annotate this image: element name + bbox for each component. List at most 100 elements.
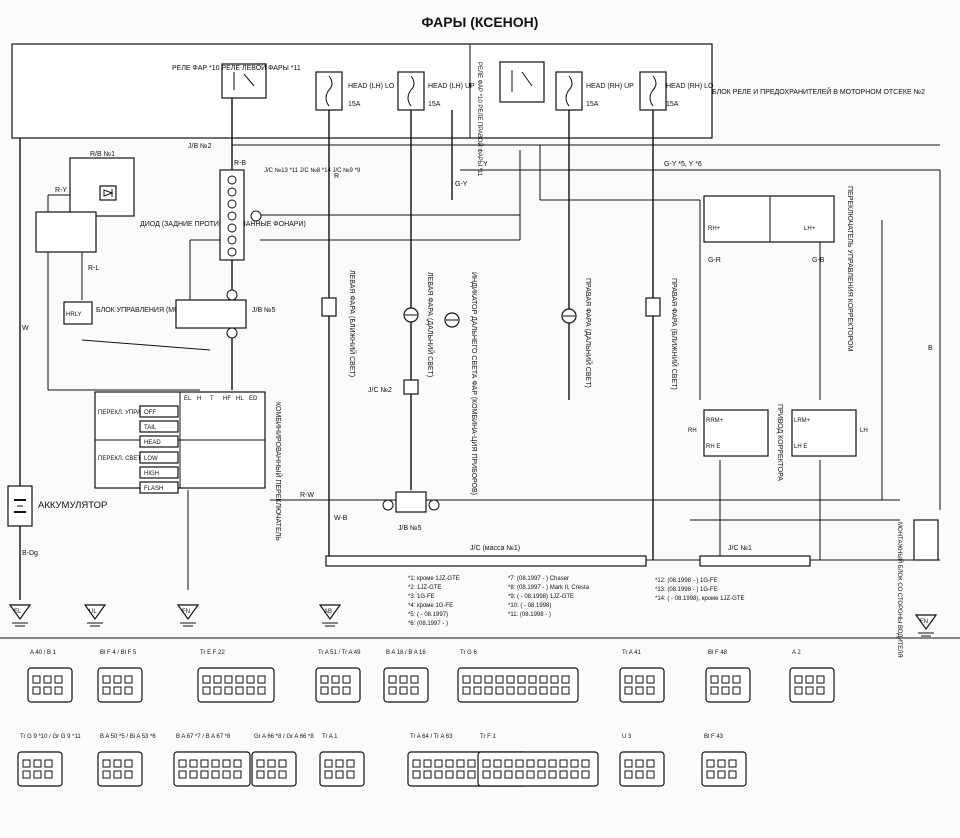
ground-el: EL [8, 604, 32, 627]
notes: *1: кроме 1JZ-GTE*2: 1JZ-GTE*3: 1G-FE*4:… [408, 576, 744, 627]
combo-switch-label: КОМБИНИРОВАННЫЙ ПЕРЕКЛЮЧАТЕЛЬ [274, 402, 283, 541]
svg-text:ПРАВАЯ ФАРА (БЛИЖНИЙ СВЕТ): ПРАВАЯ ФАРА (БЛИЖНИЙ СВЕТ) [670, 278, 679, 390]
note-item: *2: 1JZ-GTE [408, 585, 441, 591]
connector-1: A 40 / B 1 [27, 650, 73, 703]
connector-label: Tr G 6 [460, 650, 477, 656]
switch-row-cell [139, 420, 179, 433]
switch-row-cell [139, 481, 179, 494]
lamp-indicator: ИНДИКАТОР ДАЛЬНЕГО СВЕТА ФАР (КОМБИНА-ЦИ… [444, 272, 477, 495]
svg-text:Y: Y [483, 161, 488, 168]
jb2-label: J/B №2 [188, 143, 212, 150]
multiplex-label: БЛОК УПРАВЛЕНИЯ (MULTIPLEX) [96, 307, 209, 314]
connector-4: Gr A 66 *8 / Gr A 66 *8 [251, 734, 314, 787]
svg-text:G-B: G-B [812, 257, 825, 264]
switch-header-cell: ED [249, 396, 258, 402]
ground-label: UL [89, 609, 97, 615]
connector-label: Bl F 4 / Bl F 5 [100, 650, 137, 656]
switch-row-label: HEAD [144, 440, 161, 446]
connector-9: Bl F 43 [701, 734, 747, 787]
svg-text:R-B: R-B [234, 160, 246, 167]
multiplex-unit: HRLY БЛОК УПРАВЛЕНИЯ (MULTIPLEX) [63, 301, 209, 325]
switch-header-cell: T [210, 396, 214, 402]
relay-fuse-block: БЛОК РЕЛЕ И ПРЕДОХРАНИТЕЛЕЙ В МОТОРНОМ О… [11, 43, 925, 177]
switch-header-cell: HL [236, 396, 244, 402]
switch-header-cell: HF [223, 396, 231, 402]
jb5-upper: J/B №5 [175, 289, 276, 339]
switch-header-cell: H [197, 396, 201, 402]
switch-row-label: LOW [144, 456, 158, 462]
connector-5: Tr A 1 [319, 734, 365, 787]
svg-text:J/C №1: J/C №1 [728, 545, 752, 552]
svg-text:LH+: LH+ [804, 226, 816, 232]
lamp-right-low: ПРАВАЯ ФАРА (БЛИЖНИЙ СВЕТ) [645, 278, 679, 390]
jc-mass-bar: J/C (масса №1) [325, 545, 647, 567]
connector-label: A 2 [792, 650, 801, 656]
rb1-diode: R/B №1 ДИОД (ЗАДНИЕ ПРОТИ-ВОТУМАННЫЕ ФОН… [35, 151, 306, 253]
svg-text:ПРАВАЯ ФАРА (ДАЛЬНИЙ СВЕТ): ПРАВАЯ ФАРА (ДАЛЬНИЙ СВЕТ) [584, 278, 593, 388]
switch-header-cell: EL [184, 396, 192, 402]
note-item: *5: ( - 08.1997) [408, 612, 448, 618]
connector-label: Tr G 9 *10 / Gr G 9 *11 [20, 734, 81, 740]
switch-row-label: FLASH [144, 486, 163, 492]
svg-text:J/C №2: J/C №2 [368, 387, 392, 394]
note-item: *6: (08.1997 - ) [408, 621, 448, 627]
svg-text:R: R [334, 173, 339, 180]
connector-label: Tr A 51 / Tr A 49 [318, 650, 361, 656]
svg-text:HRLY: HRLY [66, 312, 82, 318]
corrector-switch: RH+ LH+ ПЕРЕКЛЮЧАТЕЛЬ УПРАВЛЕНИЯ КОРРЕКТ… [703, 186, 853, 352]
switch-row-cell [139, 466, 179, 479]
svg-text:ИНДИКАТОР ДАЛЬНЕГО СВЕТА ФАР (: ИНДИКАТОР ДАЛЬНЕГО СВЕТА ФАР (КОМБИНА-ЦИ… [470, 272, 477, 495]
svg-text:G-Y: G-Y [455, 181, 468, 188]
svg-text:LH: LH [860, 428, 868, 434]
relay-block-label: БЛОК РЕЛЕ И ПРЕДОХРАНИТЕЛЕЙ В МОТОРНОМ О… [712, 87, 925, 96]
jc2: J/C №2 [368, 379, 419, 395]
ground-label: EL [14, 609, 22, 615]
corrector-drive-rh: RRM+ RH E RH [688, 409, 769, 457]
svg-text:15A: 15A [586, 101, 599, 108]
fuse-head-lh-up: HEAD (LH) UP 15A [397, 71, 475, 111]
battery: АККУМУЛЯТОР [7, 485, 107, 527]
svg-text:RH: RH [688, 428, 697, 434]
svg-text:АККУМУЛЯТОР: АККУМУЛЯТОР [38, 500, 107, 511]
ground-label: FN [920, 619, 928, 625]
connector-label: Gr A 66 *8 / Gr A 66 *8 [254, 734, 314, 740]
connector-2: Bl F 4 / Bl F 5 [97, 650, 143, 703]
wire-network [19, 98, 941, 600]
note-item: *3: 1G-FE [408, 594, 435, 600]
page-title: ФАРЫ (КСЕНОН) [422, 14, 539, 30]
connector-label: Bl F 43 [704, 734, 724, 740]
svg-text:ПЕРЕКЛ. СВЕТА ФАР: ПЕРЕКЛ. СВЕТА ФАР [98, 456, 159, 462]
svg-text:R-W: R-W [300, 492, 314, 499]
relay-left-label: РЕЛЕ ФАР *10 РЕЛЕ ЛЕВОЙ ФАРЫ *11 [172, 63, 301, 72]
relay-right-label: РЕЛЕ ФАР *10 РЕЛЕ ПРАВОЙ ФАРЫ *11 [476, 62, 484, 177]
svg-text:J/B №5: J/B №5 [252, 307, 276, 314]
svg-text:B-Dg: B-Dg [22, 550, 38, 557]
lamp-right-high: ПРАВАЯ ФАРА (ДАЛЬНИЙ СВЕТ) [561, 278, 593, 388]
svg-text:HEAD (LH) UP: HEAD (LH) UP [428, 83, 475, 90]
svg-text:15A: 15A [348, 101, 361, 108]
grounds: EL UL FN AB FN [8, 604, 938, 637]
svg-text:ПРИВОД КОРРЕКТОРА: ПРИВОД КОРРЕКТОРА [776, 404, 783, 481]
connector-label: A 40 / B 1 [30, 650, 57, 656]
connector-5: B A 18 / B A 16 [383, 650, 429, 703]
ground-ab: AB [318, 604, 342, 627]
corrector-drive-lh: LRM+ LH E LH ПРИВОД КОРРЕКТОРА [776, 404, 868, 481]
svg-text:B: B [928, 345, 933, 352]
fuse-head-lh-lo: HEAD (LH) LO 15A [315, 71, 395, 111]
switch-row-cell [139, 435, 179, 448]
connector-label: U 3 [622, 734, 632, 740]
lamp-left-high: ЛЕВАЯ ФАРА (ДАЛЬНИЙ СВЕТ) [403, 272, 435, 377]
connector-8: Bl F 48 [705, 650, 751, 703]
svg-text:ЛЕВАЯ ФАРА (БЛИЖНИЙ СВЕТ): ЛЕВАЯ ФАРА (БЛИЖНИЙ СВЕТ) [348, 270, 357, 377]
connector-8: U 3 [619, 734, 665, 787]
jc-stack [219, 169, 262, 261]
svg-text:W-B: W-B [334, 515, 348, 522]
connector-7: Tr A 41 [619, 650, 665, 703]
jc1-bar: J/C №1 [699, 545, 811, 567]
connector-label: B A 50 *5 / Bl A 53 *6 [100, 734, 156, 740]
ground-label: FN [182, 609, 190, 615]
svg-text:J/C (масса №1): J/C (масса №1) [470, 545, 520, 552]
switch-row-label: HIGH [144, 471, 159, 477]
connector-label: Tr A 1 [322, 734, 338, 740]
